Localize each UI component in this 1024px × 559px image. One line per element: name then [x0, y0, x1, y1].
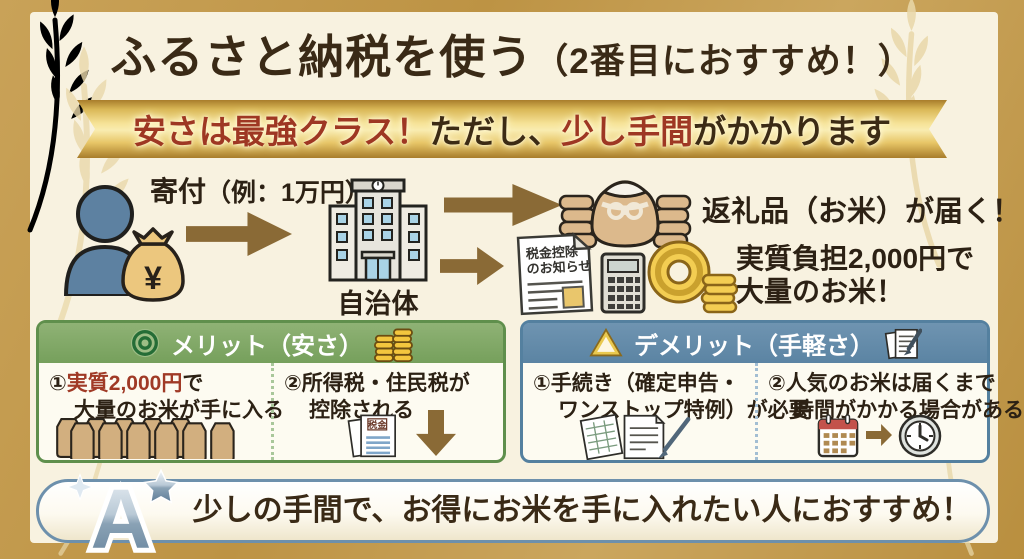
money-bag-icon: ¥ [121, 227, 185, 302]
grade-letter: A [91, 472, 152, 558]
title-suffix: （2番目におすすめ！） [533, 42, 914, 81]
tax-notice-line2: のお知らせ [526, 258, 591, 276]
merit-title: メリット（安さ） [171, 332, 363, 360]
document-pen-icon [884, 328, 922, 360]
calendar-icon [817, 414, 859, 458]
tax-notice-line1: 税金控除 [526, 244, 580, 262]
demerit-card: デメリット（手軽さ） ①手続き（確定申告・ ワンストップ特例）が必要 [520, 320, 1024, 463]
gold-coins-icon [647, 240, 738, 314]
cost-rest: 大量のお米！ [736, 276, 905, 307]
tax-notice-document-icon: 税金控除 のお知らせ [516, 232, 594, 316]
merit-header: メリット（安さ） [39, 323, 503, 363]
merit-card: メリット（安さ） ①実質2,000円で 大量のお米が手に入る [36, 320, 506, 463]
demerit-title: デメリット（手軽さ） [634, 332, 874, 360]
donation-note: （例：1万円） [206, 179, 370, 207]
time-arrow-icon [866, 424, 892, 446]
sparkle-icon [66, 473, 94, 501]
municipality-label: 自治体 [337, 289, 419, 319]
star-icon [142, 468, 180, 504]
tax-papers-icon: 税金 [347, 414, 397, 458]
banner-seg2: ただし、 [429, 113, 562, 150]
warning-triangle-icon [589, 327, 623, 357]
double-circle-icon [130, 328, 160, 358]
clock-icon [898, 414, 942, 458]
demerit-item-1: ①手続き（確定申告・ ワンストップ特例）が必要 [523, 363, 810, 460]
cost-highlight: 実質負担2,000円で [736, 243, 975, 274]
merit-item1-red: 実質2,000円 [66, 372, 183, 395]
government-building-icon [328, 178, 428, 282]
demerit-body: ①手続き（確定申告・ ワンストップ特例）が必要 [523, 363, 1024, 460]
recommendation-text: 少しの手間で、お得にお米を手に入れたい人におすすめ！ [192, 494, 972, 527]
merit-item-1: ①実質2,000円で 大量のお米が手に入る [39, 363, 284, 460]
banner-seg4: がかかります [693, 113, 892, 150]
merit-body: ①実質2,000円で 大量のお米が手に入る ②所得税・住民税が 控除される [39, 363, 503, 460]
coin-stack-icon [373, 328, 413, 362]
rice-bags-row-icon [56, 418, 235, 459]
recommendation-bar [36, 479, 990, 543]
demerit-item-2: ②人気のお米は届くまで 時間がかかる場合がある [755, 363, 1024, 460]
grade-a-icon: A [66, 467, 180, 558]
calculator-icon [600, 252, 646, 314]
banner-seg1: 安さは最強クラス！ [132, 113, 430, 150]
subtitle-banner: 安さは最強クラス！ただし、少し手間がかかります [77, 100, 947, 158]
rice-bags-stack-icon [558, 180, 692, 248]
page-title: ふるさと納税を使う（2番目におすすめ！） [0, 21, 1024, 87]
yen-symbol: ¥ [144, 260, 162, 296]
donation-label: 寄付（例：1万円） [150, 176, 370, 207]
reward-label: 返礼品（お米）が届く！ [702, 196, 1022, 228]
application-documents-pen-icon [579, 414, 691, 460]
banner-seg3: 少し手間 [561, 113, 694, 150]
demerit-header: デメリット（手軽さ） [523, 323, 987, 363]
merit-item-2: ②所得税・住民税が 控除される 税金 [271, 363, 503, 460]
tax-doc-label: 税金 [368, 419, 387, 430]
title-main: ふるさと納税を使う [110, 31, 534, 83]
